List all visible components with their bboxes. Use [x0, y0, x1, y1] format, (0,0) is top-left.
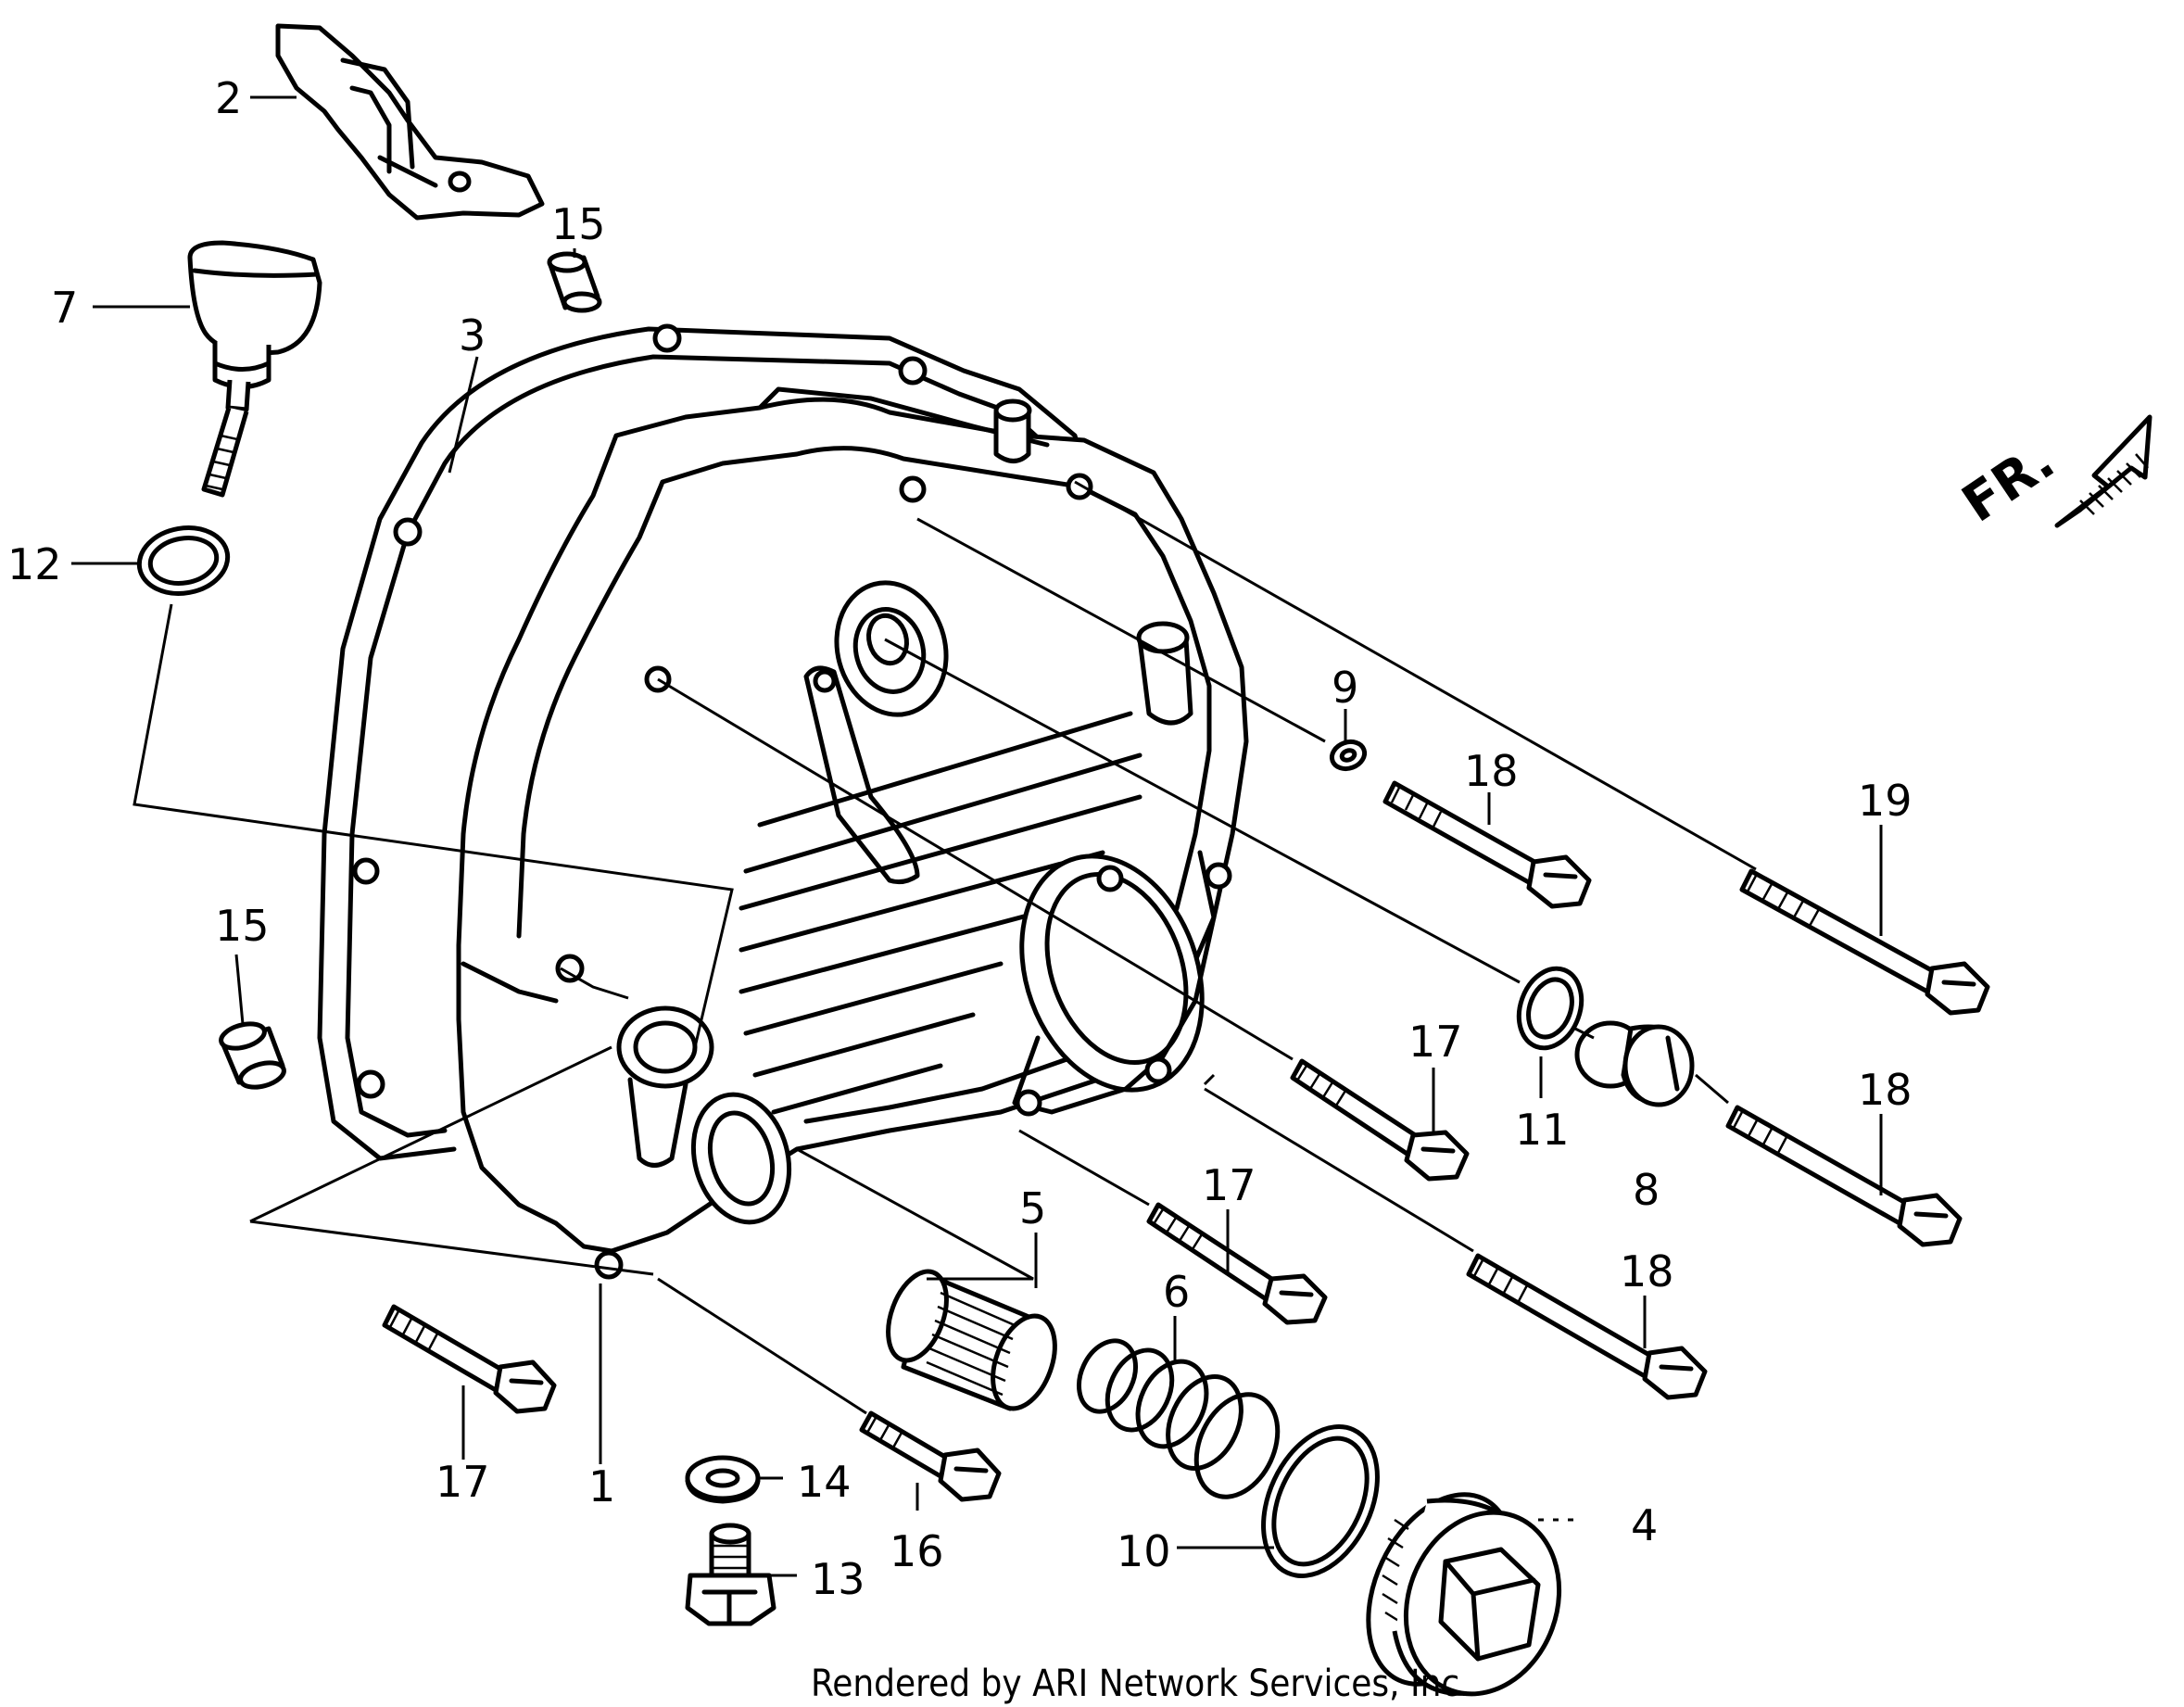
- label-part-16: 16: [890, 1526, 944, 1576]
- label-part-19: 19: [1858, 776, 1913, 826]
- part-17-bolt-center: [1146, 1202, 1328, 1325]
- label-part-14: 14: [797, 1457, 852, 1507]
- label-part-9: 9: [1332, 663, 1358, 713]
- assembly-lines: [133, 480, 1757, 1415]
- label-part-7: 7: [51, 283, 78, 333]
- label-part-1: 1: [588, 1461, 615, 1511]
- render-credit: Rendered by ARI Network Services, Inc.: [811, 1663, 1471, 1705]
- part-18-bolt-upper: [1382, 780, 1592, 909]
- part-19-bolt: [1739, 868, 1990, 1016]
- part-11-o-ring: [1516, 966, 1584, 1051]
- label-part-17-middle: 17: [1408, 1017, 1463, 1067]
- label-part-8: 8: [1633, 1165, 1660, 1215]
- label-part-10: 10: [1117, 1526, 1171, 1576]
- label-part-4: 4: [1631, 1500, 1658, 1550]
- part-14-washer: [685, 1455, 761, 1504]
- part-18-bolt-lower: [1466, 1253, 1708, 1400]
- label-part-3: 3: [459, 310, 486, 360]
- label-part-15-top: 15: [551, 199, 606, 249]
- label-part-6: 6: [1163, 1267, 1190, 1317]
- part-number-labels: 2 15 7 3 12 15 9 18 19 17 18 11 8 17 18 …: [7, 73, 1913, 1604]
- label-leaders: [71, 95, 1883, 1577]
- label-part-15-left: 15: [215, 901, 270, 951]
- label-part-18-lower: 18: [1620, 1246, 1674, 1296]
- part-8-plug: [1574, 1020, 1695, 1107]
- part-17-bolt-left: [382, 1304, 557, 1414]
- front-direction-indicator: FR.: [1951, 414, 2152, 535]
- part-17-bolt-middle: [1290, 1058, 1470, 1182]
- part-15-dowel-left: [219, 1021, 286, 1090]
- part-2-bracket: [275, 23, 545, 221]
- part-6-spring: [1077, 1338, 1281, 1499]
- label-part-17-left: 17: [436, 1457, 490, 1507]
- label-part-5: 5: [1019, 1183, 1046, 1233]
- part-9-washer: [1329, 739, 1368, 772]
- label-part-11: 11: [1515, 1105, 1570, 1155]
- label-part-12: 12: [7, 539, 62, 589]
- label-part-17-center: 17: [1202, 1160, 1256, 1210]
- part-10-o-ring: [1261, 1424, 1380, 1578]
- part-13-drain-bolt: [685, 1523, 776, 1626]
- label-part-18-upper: 18: [1464, 746, 1519, 796]
- part-7-oil-filler-cap: [187, 240, 322, 498]
- label-part-18-right: 18: [1858, 1065, 1913, 1115]
- part-5-oil-filter-screen: [886, 1269, 1057, 1411]
- label-part-2: 2: [215, 73, 242, 123]
- part-12-o-ring: [136, 525, 231, 596]
- part-3-gasket: [317, 323, 1096, 1161]
- part-15-dowel-top: [547, 251, 602, 313]
- part-1-crankcase-cover: [456, 386, 1249, 1280]
- part-4-filter-cap: [1366, 1492, 1562, 1697]
- front-direction-label: FR.: [1951, 431, 2064, 535]
- part-18-bolt-right: [1725, 1105, 1963, 1247]
- label-part-13: 13: [811, 1554, 865, 1604]
- part-16-bolt: [859, 1410, 1002, 1502]
